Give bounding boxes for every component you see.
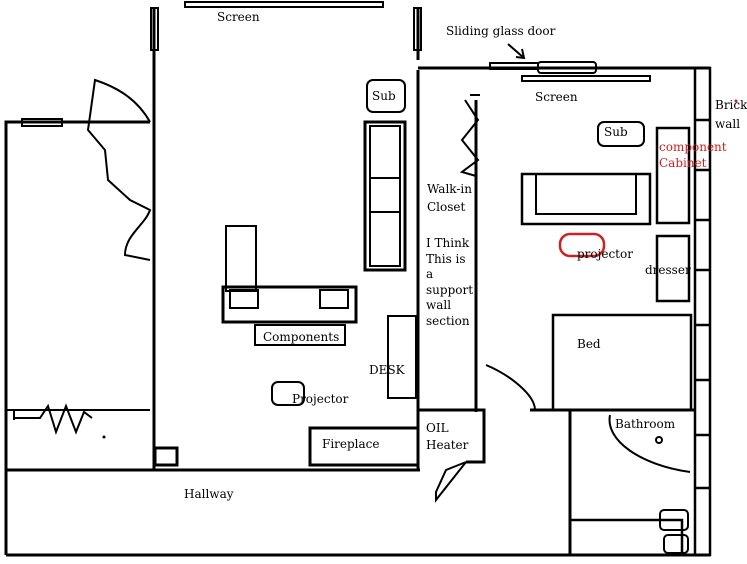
component-cabinet [655, 126, 691, 225]
label-oil-heater: OIL Heater [426, 421, 469, 452]
bed [551, 313, 693, 412]
label-screen-right: Screen [535, 90, 578, 104]
label-fireplace: Fireplace [322, 437, 380, 451]
label-dresser: dresser [645, 263, 691, 277]
window-left-a [150, 7, 159, 51]
brick-wall-column [693, 66, 712, 557]
window-left-room [21, 118, 63, 127]
label-support-wall: I Think This is a support wall section [426, 236, 474, 328]
bedroom-door [485, 364, 536, 411]
bathtub [568, 518, 684, 557]
component-box-a [229, 289, 259, 309]
left-sub [366, 79, 406, 113]
label-projector-left: Projector [292, 392, 349, 406]
small-square [153, 446, 179, 467]
label-walk-in-closet: Walk-in Closet [427, 182, 472, 214]
label-sub-right: Sub [604, 125, 628, 139]
right-couch [520, 172, 652, 226]
component-box-b [319, 289, 349, 309]
label-component-cabinet: component Cabinet [659, 140, 727, 170]
label-sliding-door: Sliding glass door [446, 24, 556, 38]
label-screen-left: Screen [217, 10, 260, 24]
sliding-door-a [489, 62, 539, 70]
label-projector-right: projector [577, 247, 633, 261]
window-left-b [413, 7, 422, 51]
sliding-door-arrow [507, 43, 526, 60]
label-sub-left: Sub [372, 89, 396, 103]
components-box [254, 324, 346, 346]
radiator [6, 403, 150, 436]
left-room-outer-wall [4, 120, 150, 555]
label-desk: DESK [369, 363, 405, 377]
oil-heater-door [435, 461, 467, 503]
right-screen-bar [521, 75, 651, 82]
fireplace-box [308, 426, 420, 467]
label-brick-wall: Brick wall [715, 98, 747, 131]
right-sub [597, 121, 645, 147]
projector-red-outline [558, 232, 606, 258]
closet-door [459, 99, 480, 177]
double-door-left [86, 78, 152, 261]
oil-heater-box [418, 408, 486, 464]
dresser [655, 234, 691, 303]
toilet-base [663, 534, 689, 554]
sliding-door-b [537, 61, 597, 74]
label-hallway: Hallway [184, 487, 234, 501]
toilet-tank [659, 509, 689, 531]
left-screen-bar [184, 1, 384, 8]
label-bed: Bed [577, 337, 601, 351]
desk [387, 315, 417, 399]
label-components: Components [263, 330, 340, 344]
left-couch [363, 120, 407, 272]
speaker-tall [225, 225, 257, 292]
label-bathroom: Bathroom [615, 417, 676, 431]
bathroom-door [608, 414, 691, 473]
tv-stand [221, 285, 358, 324]
left-projector [271, 381, 305, 406]
